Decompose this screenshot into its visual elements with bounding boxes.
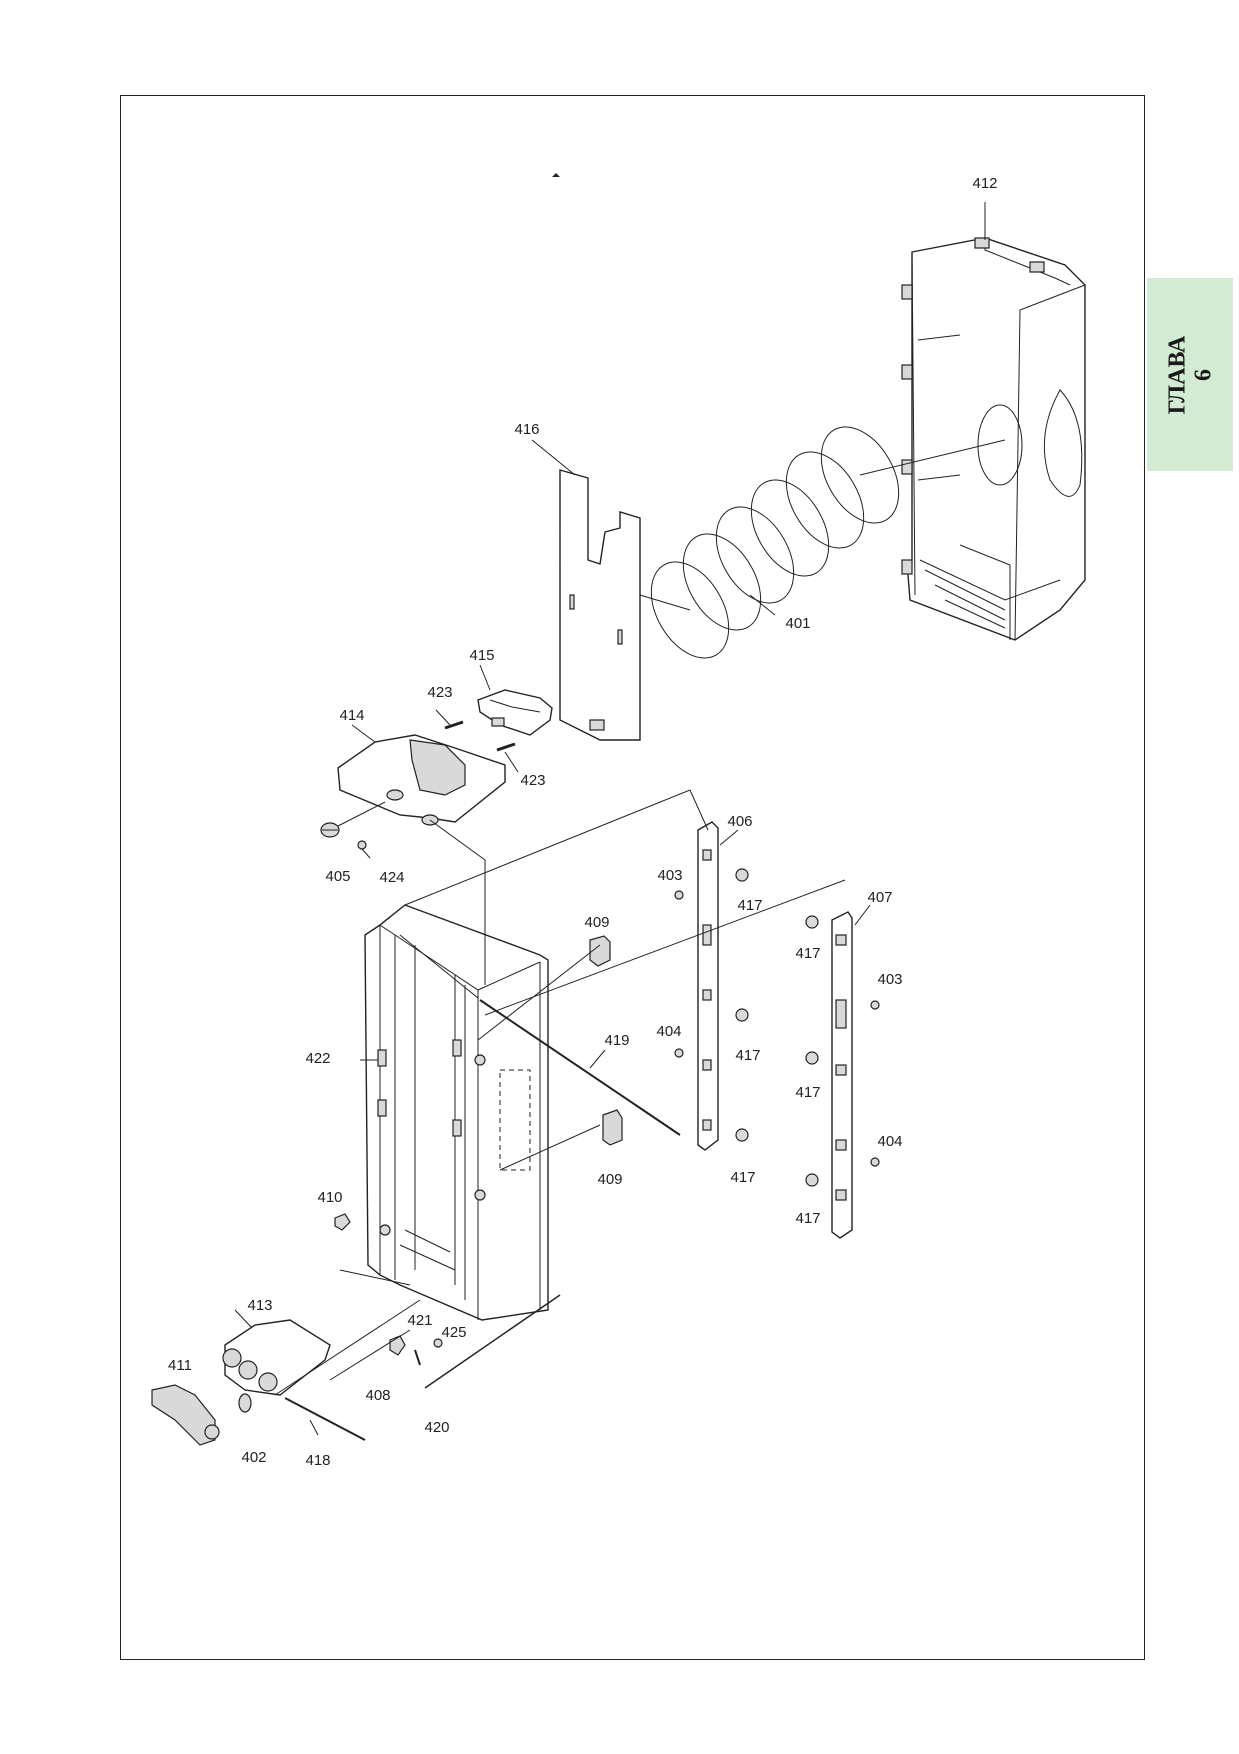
label-417-b: 417 <box>795 945 820 962</box>
label-407: 407 <box>867 889 892 906</box>
label-412: 412 <box>972 175 997 192</box>
part-423-pin-a <box>444 720 464 730</box>
label-401: 401 <box>785 615 810 632</box>
label-402: 402 <box>241 1449 266 1466</box>
part-409-brackets <box>589 935 623 1146</box>
part-414-cover <box>337 734 506 826</box>
part-424-screw <box>357 840 371 859</box>
part-410-part <box>334 1213 351 1231</box>
label-417-a: 417 <box>737 897 762 914</box>
label-416: 416 <box>514 421 539 438</box>
part-420-rod <box>424 1294 561 1389</box>
label-417-d: 417 <box>795 1084 820 1101</box>
part-labels: 412 416 401 415 423 423 414 405 424 406 … <box>168 175 997 1469</box>
part-408-clip <box>389 1335 406 1356</box>
part-425-nut <box>433 1338 443 1348</box>
small-mark <box>552 173 560 177</box>
label-406: 406 <box>727 813 752 830</box>
label-422: 422 <box>305 1050 330 1067</box>
part-415-clip <box>477 689 553 736</box>
part-416-plate <box>559 469 641 741</box>
label-404-a: 404 <box>656 1023 681 1040</box>
label-417-f: 417 <box>795 1210 820 1227</box>
part-419-rod <box>479 999 681 1136</box>
part-422-frame <box>364 904 549 1321</box>
label-417-c: 417 <box>735 1047 760 1064</box>
label-408: 408 <box>365 1387 390 1404</box>
part-407-strip <box>831 911 853 1239</box>
part-402-spring <box>238 1393 252 1413</box>
label-419: 419 <box>604 1032 629 1049</box>
label-414: 414 <box>339 707 364 724</box>
part-423-pin-b <box>496 742 516 752</box>
label-403-a: 403 <box>657 867 682 884</box>
label-411: 411 <box>168 1357 192 1374</box>
part-405-spring <box>320 801 386 838</box>
part-421-pin <box>414 1349 421 1366</box>
leader-lines <box>234 202 986 1436</box>
label-415: 415 <box>469 647 494 664</box>
label-410: 410 <box>317 1189 342 1206</box>
chapter-tab[interactable]: ГЛАВА 6 <box>1147 278 1233 471</box>
part-406-strip <box>697 821 719 1151</box>
part-417-nuts <box>735 868 819 1187</box>
part-403-404-screws <box>674 890 880 1167</box>
part-411-assembly <box>151 1384 220 1446</box>
part-418-rod <box>284 1397 366 1441</box>
label-421: 421 <box>407 1312 432 1329</box>
label-409-a: 409 <box>584 914 609 931</box>
page-frame <box>120 95 1145 1660</box>
label-424: 424 <box>379 869 404 886</box>
part-413-assembly <box>222 1319 331 1396</box>
label-423-b: 423 <box>520 772 545 789</box>
assembly-lines <box>274 789 846 1396</box>
label-404-b: 404 <box>877 1133 902 1150</box>
part-412-housing <box>901 237 1086 641</box>
label-403-b: 403 <box>877 971 902 988</box>
label-409-b: 409 <box>597 1171 622 1188</box>
part-401-spring <box>639 426 1006 659</box>
label-420: 420 <box>424 1419 449 1436</box>
label-423-a: 423 <box>427 684 452 701</box>
label-417-e: 417 <box>730 1169 755 1186</box>
label-418: 418 <box>305 1452 330 1469</box>
label-405: 405 <box>325 868 350 885</box>
label-413: 413 <box>247 1297 272 1314</box>
label-425: 425 <box>441 1324 466 1341</box>
